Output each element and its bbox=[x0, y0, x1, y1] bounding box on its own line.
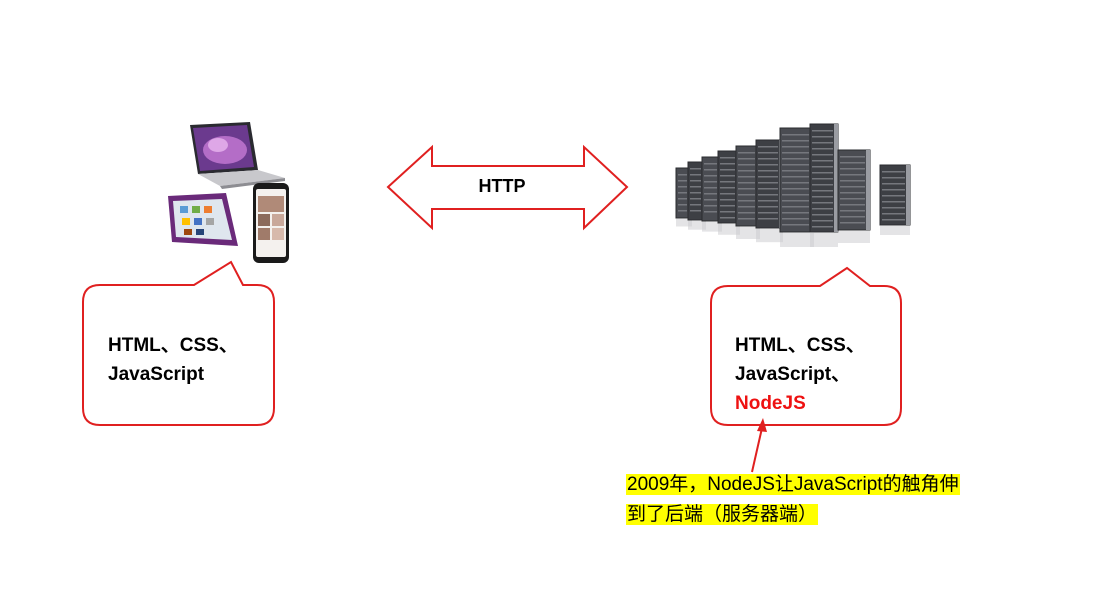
server-callout-bubble bbox=[710, 266, 902, 426]
server-rack-icon bbox=[675, 123, 911, 247]
note-line-1: 2009年，NodeJS让JavaScript的触角伸 bbox=[626, 474, 960, 495]
server-tech-nodejs: NodeJS bbox=[735, 393, 806, 414]
server-tech-line-1: HTML、CSS、 bbox=[735, 335, 865, 356]
client-callout-text: HTML、CSS、 JavaScript bbox=[108, 331, 238, 389]
tablet-icon bbox=[168, 193, 238, 246]
nodejs-history-note: 2009年，NodeJS让JavaScript的触角伸 到了后端（服务器端） bbox=[626, 470, 960, 530]
http-double-arrow bbox=[386, 144, 629, 231]
client-tech-line-1: HTML、CSS、 bbox=[108, 335, 238, 356]
laptop-icon bbox=[190, 122, 285, 189]
note-line-2: 到了后端（服务器端） bbox=[626, 504, 819, 525]
client-tech-line-2: JavaScript bbox=[108, 364, 205, 385]
client-devices bbox=[168, 122, 289, 263]
server-tech-line-2: JavaScript、 bbox=[735, 364, 851, 385]
client-callout-bubble bbox=[82, 260, 275, 426]
server-callout-text: HTML、CSS、 JavaScript、 NodeJS bbox=[735, 331, 865, 418]
note-pointer-arrow bbox=[751, 418, 767, 473]
phone-icon bbox=[253, 183, 289, 263]
http-label: HTTP bbox=[478, 176, 526, 196]
